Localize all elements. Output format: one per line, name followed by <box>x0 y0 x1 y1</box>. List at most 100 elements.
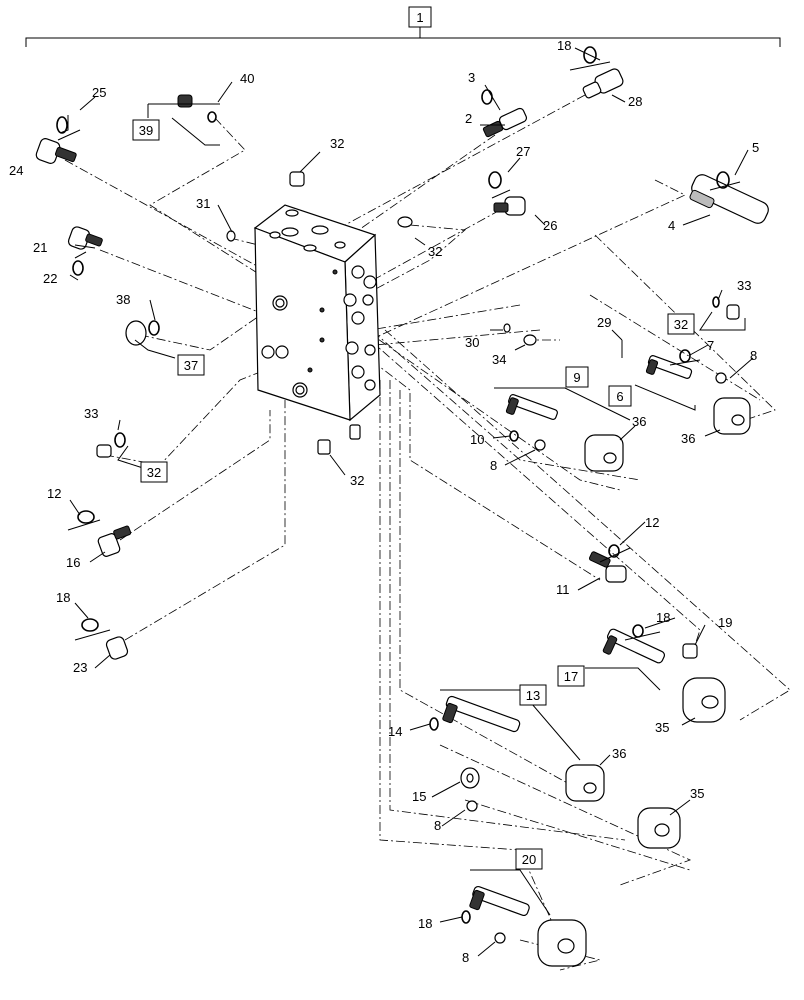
label-25: 25 <box>92 85 106 100</box>
fitting-21 <box>67 226 103 250</box>
label-22: 22 <box>43 271 57 286</box>
label-8: 8 <box>750 348 757 363</box>
washer-8b <box>534 439 546 451</box>
fitting-16 <box>77 510 132 557</box>
label-23: 23 <box>73 660 87 675</box>
label-18: 18 <box>56 590 70 605</box>
svg-text:6: 6 <box>616 389 623 404</box>
label-35: 35 <box>655 720 669 735</box>
valve-11 <box>588 551 627 583</box>
label-36: 36 <box>632 414 646 429</box>
label-8: 8 <box>462 950 469 965</box>
manifold-block <box>253 204 381 422</box>
fitting-24 <box>35 138 77 164</box>
boxed-label-6: 6 <box>608 385 632 407</box>
connection-lines <box>64 94 791 971</box>
label-11: 11 <box>556 582 570 597</box>
label-21: 21 <box>33 240 47 255</box>
label-3: 3 <box>468 70 475 85</box>
valve-17 <box>602 628 666 664</box>
assembly-bracket <box>25 22 781 47</box>
svg-text:1: 1 <box>416 10 423 25</box>
plug-32-top <box>289 171 305 187</box>
label-8: 8 <box>490 458 497 473</box>
label-24: 24 <box>9 163 23 178</box>
fitting-28 <box>582 68 624 99</box>
oring-10 <box>509 430 519 442</box>
cartridge-4 <box>689 174 769 224</box>
svg-text:20: 20 <box>522 852 536 867</box>
part-labels: 18 28 3 2 25 40 24 32 27 5 31 26 4 32 21… <box>9 38 759 965</box>
label-36: 36 <box>612 746 626 761</box>
plug-38 <box>125 320 160 346</box>
boxed-label-13: 13 <box>519 684 547 706</box>
label-32: 32 <box>350 473 364 488</box>
coil-36a <box>584 434 624 472</box>
label-34: 34 <box>492 352 506 367</box>
boxed-label-37: 37 <box>177 354 205 376</box>
fitting-23 <box>81 618 129 660</box>
valve-9 <box>505 393 558 421</box>
label-36: 36 <box>681 431 695 446</box>
boxed-label-32-left: 32 <box>140 461 168 483</box>
coil-36b <box>713 397 751 435</box>
boxed-label-9: 9 <box>565 366 589 388</box>
plug-33-right <box>712 296 740 320</box>
boxed-label-17: 17 <box>557 665 585 687</box>
label-26: 26 <box>543 218 557 233</box>
washer-8a <box>715 372 727 384</box>
nut-19 <box>682 643 698 659</box>
plug-33-left <box>96 432 126 458</box>
label-27: 27 <box>516 144 530 159</box>
plug-32-mid <box>397 216 413 228</box>
label-18: 18 <box>656 610 670 625</box>
coil-36d <box>537 919 587 967</box>
parts-30-34 <box>503 323 537 346</box>
boxed-label-20: 20 <box>515 848 543 870</box>
label-28: 28 <box>628 94 642 109</box>
svg-text:39: 39 <box>139 123 153 138</box>
svg-text:17: 17 <box>564 669 578 684</box>
valve-26 <box>493 196 526 216</box>
label-7: 7 <box>707 338 714 353</box>
label-38: 38 <box>116 292 130 307</box>
label-12: 12 <box>47 486 61 501</box>
svg-text:32: 32 <box>147 465 161 480</box>
label-15: 15 <box>412 789 426 804</box>
valve-6 <box>645 355 693 379</box>
label-2: 2 <box>465 111 472 126</box>
label-33: 33 <box>737 278 751 293</box>
label-35: 35 <box>690 786 704 801</box>
valve-13 <box>442 695 521 733</box>
label-40: 40 <box>240 71 254 86</box>
svg-text:32: 32 <box>674 317 688 332</box>
label-32: 32 <box>330 136 344 151</box>
valve-2 <box>482 107 528 138</box>
coil-36c <box>565 764 605 802</box>
label-18: 18 <box>418 916 432 931</box>
label-14: 14 <box>388 724 402 739</box>
plugs-32-bottom <box>317 424 361 455</box>
washer-15 <box>460 767 480 789</box>
washer-31 <box>226 230 236 242</box>
label-12: 12 <box>645 515 659 530</box>
label-19: 19 <box>718 615 732 630</box>
label-29: 29 <box>597 315 611 330</box>
label-33: 33 <box>84 406 98 421</box>
svg-text:9: 9 <box>573 370 580 385</box>
boxed-label-32-right: 32 <box>667 313 695 335</box>
svg-text:13: 13 <box>526 688 540 703</box>
valve-20 <box>461 885 530 924</box>
label-4: 4 <box>668 218 675 233</box>
label-30: 30 <box>465 335 479 350</box>
label-10: 10 <box>470 432 484 447</box>
svg-text:37: 37 <box>184 358 198 373</box>
label-5: 5 <box>752 140 759 155</box>
label-18: 18 <box>557 38 571 53</box>
label-32: 32 <box>428 244 442 259</box>
plug-39 <box>177 94 217 123</box>
label-31: 31 <box>196 196 210 211</box>
washer-8c <box>466 800 478 812</box>
leader-lines <box>57 47 754 957</box>
